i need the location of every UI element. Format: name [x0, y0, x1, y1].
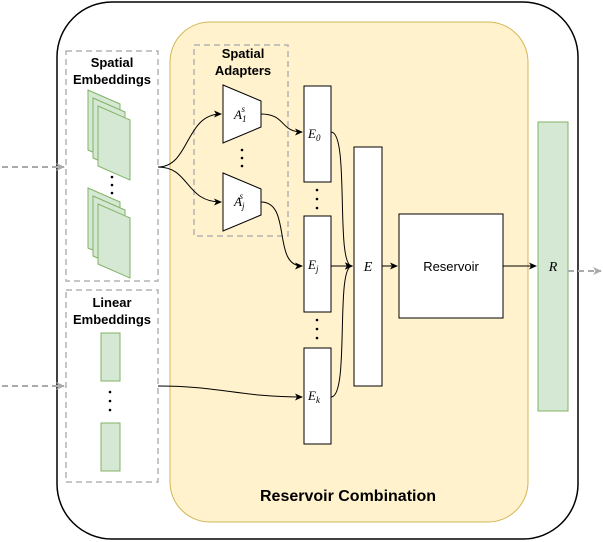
- arrow-a1-to-e0: [260, 113, 303, 136]
- adapter-a1-shape: [222, 84, 262, 144]
- embedding-ellipsis-dots-upper: [315, 188, 319, 210]
- adapter-a1-label: A1s: [233, 104, 246, 124]
- stack-ellipsis-dots: [110, 175, 114, 195]
- reservoir-box: [398, 213, 504, 319]
- embedding-e0-label: E0: [307, 126, 321, 143]
- combined-e-box: [353, 146, 383, 387]
- spatial-adapters-group: [193, 44, 289, 237]
- linear-embeddings-label-line1: Linear: [92, 295, 131, 310]
- spatial-embeddings-group: [65, 50, 159, 282]
- spatial-embeddings-label-line2: Embeddings: [73, 72, 151, 87]
- embedding-e0-box: [303, 85, 332, 183]
- spatial-embedding-stack-top: [87, 89, 131, 181]
- arrow-ek-to-e: [330, 262, 353, 398]
- arrow-spatial-to-aj: [157, 166, 222, 206]
- spatial-embeddings-label-line1: Spatial: [91, 55, 134, 70]
- embedding-ej-label: Ej: [307, 257, 319, 274]
- adapter-ellipsis-dots: [240, 148, 244, 168]
- adapter-aj-shape: [222, 172, 262, 232]
- spatial-embedding-stack-bottom: [87, 187, 131, 279]
- linear-embeddings-group: [65, 289, 159, 483]
- arrow-e0-to-e: [330, 131, 353, 270]
- combined-e-label: E: [363, 260, 373, 275]
- arrow-spatial-to-a1: [157, 110, 222, 168]
- reservoir-combination-region: [169, 21, 529, 523]
- embedding-ek-label: Ek: [307, 388, 321, 405]
- adapter-aj-label: Ajs: [233, 191, 245, 211]
- embedding-ek-box: [303, 347, 332, 445]
- embedding-ej-box: [303, 215, 332, 313]
- reservoir-label: Reservoir: [423, 259, 479, 274]
- embedding-ellipsis-dots-lower: [315, 318, 319, 340]
- linear-embedding-top: [100, 332, 121, 382]
- spatial-adapters-label-line2: Adapters: [215, 63, 271, 78]
- arrow-linear-to-ek: [157, 385, 303, 401]
- linear-embeddings-label-line2: Embeddings: [73, 312, 151, 327]
- linear-ellipsis-dots: [108, 390, 112, 412]
- readout-r-label: R: [548, 260, 558, 275]
- readout-r-box: [537, 121, 569, 412]
- reservoir-combination-title: Reservoir Combination: [260, 488, 436, 505]
- arrow-aj-to-ej: [260, 201, 303, 270]
- spatial-adapters-label-line1: Spatial: [222, 46, 265, 61]
- linear-embedding-bottom: [100, 422, 121, 472]
